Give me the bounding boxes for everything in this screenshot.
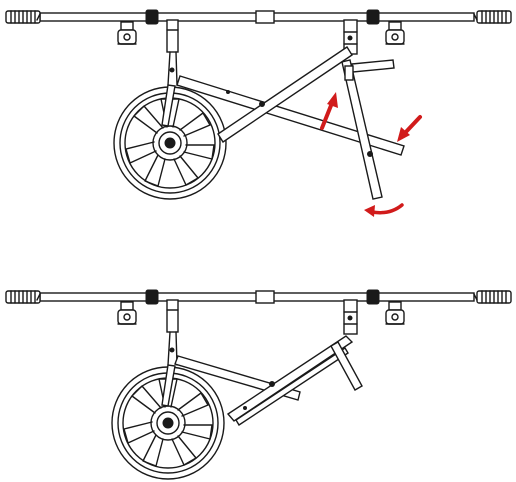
right-frame-bracket bbox=[343, 19, 358, 55]
top-pole bbox=[5, 289, 512, 305]
top-pole bbox=[5, 9, 512, 25]
left-frame-bracket bbox=[166, 19, 179, 86]
left-frame-bracket bbox=[166, 299, 179, 366]
left-clamp bbox=[117, 21, 137, 45]
frame-tubes bbox=[161, 335, 363, 426]
right-clamp bbox=[385, 301, 405, 325]
panel-folded-state bbox=[5, 289, 512, 480]
push-in-arrow bbox=[397, 115, 422, 142]
left-clamp bbox=[117, 301, 137, 325]
right-frame-bracket bbox=[343, 299, 358, 335]
fold-up-arrow bbox=[320, 92, 338, 130]
frame-tubes bbox=[161, 46, 405, 200]
right-clamp bbox=[385, 21, 405, 45]
panel-folding-step bbox=[5, 9, 512, 217]
rotate-arrow bbox=[364, 203, 404, 217]
